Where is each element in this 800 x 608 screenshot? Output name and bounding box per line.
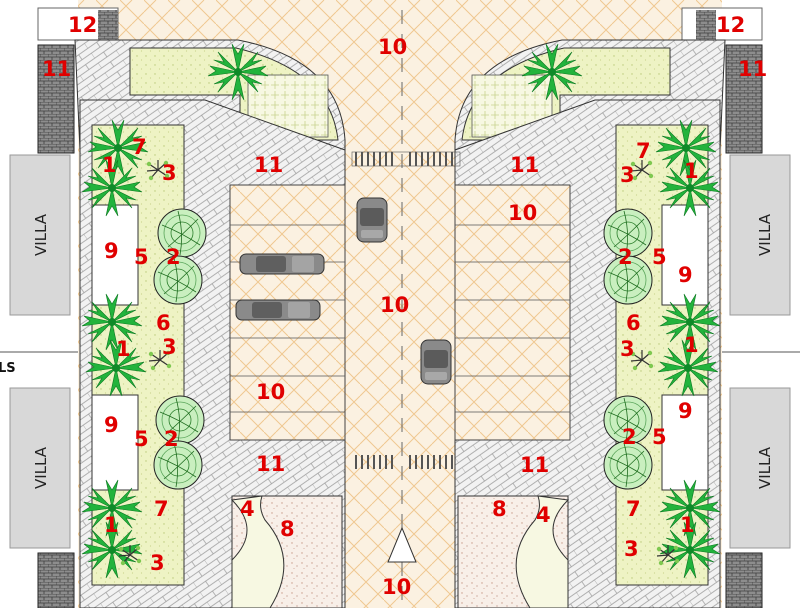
- label-11-left-top: 11: [42, 57, 71, 81]
- left-villa-garden-b: [91, 394, 139, 491]
- label-11-right-top: 11: [738, 57, 767, 81]
- left-brick-wall-top: [37, 44, 75, 154]
- crosswalk-top: [351, 151, 461, 167]
- label-2-left-a: 2: [166, 245, 181, 269]
- label-10-right-lot: 10: [508, 201, 537, 225]
- label-9-left-a: 9: [104, 239, 119, 263]
- label-3-right-b: 3: [620, 337, 635, 361]
- car-parked-left-a: [239, 253, 325, 275]
- label-1-left-c: 1: [104, 513, 119, 537]
- label-3-left-a: 3: [162, 161, 177, 185]
- label-7-right-b: 7: [626, 497, 641, 521]
- left-bottom-curve-path: [230, 495, 285, 608]
- label-1-right-a: 1: [684, 159, 699, 183]
- label-6-left: 6: [156, 311, 171, 335]
- label-10-top: 10: [378, 35, 407, 59]
- right-bottom-curve-path: [515, 495, 570, 608]
- label-1-right-c: 1: [680, 513, 695, 537]
- label-1-left-a: 1: [102, 153, 117, 177]
- label-4-left: 4: [240, 497, 255, 521]
- villa-block-right-top: [729, 154, 791, 316]
- label-7-right-a: 7: [636, 139, 651, 163]
- car-road-middle: [420, 339, 452, 385]
- label-2-right-b: 2: [622, 425, 637, 449]
- label-4-right: 4: [536, 503, 551, 527]
- right-villa-garden-a: [661, 204, 709, 306]
- label-11-left-low: 11: [256, 452, 285, 476]
- label-7-left-b: 7: [154, 497, 169, 521]
- villa-block-left-bottom: [9, 387, 71, 549]
- crosswalk-bottom: [355, 455, 453, 469]
- label-5-right-b: 5: [652, 425, 667, 449]
- label-2-right-a: 2: [618, 245, 633, 269]
- label-2-left-b: 2: [164, 427, 179, 451]
- right-gate-post: [696, 10, 716, 40]
- label-10-center: 10: [380, 293, 409, 317]
- left-villa-garden-a: [91, 204, 139, 306]
- label-1-right-b: 1: [684, 333, 699, 357]
- label-12-left: 12: [68, 13, 97, 37]
- label-8-right: 8: [492, 497, 507, 521]
- label-10-left-lot: 10: [256, 380, 285, 404]
- villa-label-left-bottom: VILLA: [32, 446, 50, 489]
- label-9-right-b: 9: [678, 399, 693, 423]
- right-parking-lot: [454, 184, 571, 441]
- edge-text: LS: [0, 361, 16, 376]
- label-11-left-mid: 11: [254, 153, 283, 177]
- label-10-bottom: 10: [382, 575, 411, 599]
- villa-block-left-top: [9, 154, 71, 316]
- villa-label-right-bottom: VILLA: [756, 446, 774, 489]
- villa-label-left-top: VILLA: [32, 213, 50, 256]
- label-9-right-a: 9: [678, 263, 693, 287]
- label-3-left-b: 3: [162, 335, 177, 359]
- label-7-left-a: 7: [132, 135, 147, 159]
- label-3-right-c: 3: [624, 537, 639, 561]
- label-5-left-b: 5: [134, 427, 149, 451]
- road-arrow-marking: [387, 526, 417, 563]
- label-8-left: 8: [280, 517, 295, 541]
- label-1-left-b: 1: [116, 337, 131, 361]
- label-5-left-a: 5: [134, 245, 149, 269]
- label-9-left-b: 9: [104, 413, 119, 437]
- label-3-right-a: 3: [620, 163, 635, 187]
- car-road-top: [356, 197, 388, 243]
- left-gate-post: [98, 10, 118, 40]
- left-brick-wall-bottom: [37, 552, 75, 608]
- right-brick-wall-bottom: [725, 552, 763, 608]
- car-parked-left-b: [235, 299, 321, 321]
- label-3-left-c: 3: [150, 551, 165, 575]
- label-11-right-low: 11: [520, 453, 549, 477]
- label-6-right: 6: [626, 311, 641, 335]
- label-12-right: 12: [716, 13, 745, 37]
- villa-block-right-bottom: [729, 387, 791, 549]
- right-brick-wall-top: [725, 44, 763, 154]
- number-labels: 12 12 11 11 10 7 1 3 11 11 7 3 1 10 9 5 …: [42, 13, 767, 599]
- right-villa-garden-b: [661, 394, 709, 491]
- label-5-right-a: 5: [652, 245, 667, 269]
- label-11-right-mid: 11: [510, 153, 539, 177]
- villa-label-right-top: VILLA: [756, 213, 774, 256]
